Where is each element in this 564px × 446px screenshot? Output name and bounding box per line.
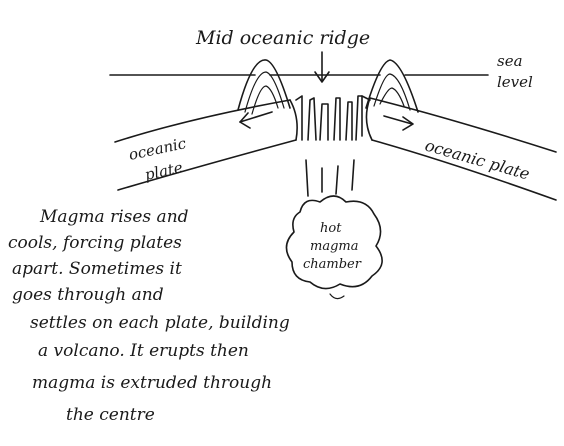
- note-line-7: magma is extruded through: [32, 373, 272, 393]
- explanation-notes: Magma rises and cools, forcing plates ap…: [8, 207, 290, 425]
- note-line-8: the centre: [66, 405, 155, 425]
- note-line-2: cools, forcing plates: [8, 233, 182, 253]
- level-label: level: [497, 73, 533, 91]
- left-plate-label-2: plate: [143, 158, 184, 184]
- note-line-4: goes through and: [12, 285, 164, 305]
- note-line-6: a volcano. It erupts then: [38, 341, 249, 361]
- diagram-title: Mid oceanic ridge: [195, 27, 370, 49]
- note-line-5: settles on each plate, building: [30, 313, 290, 333]
- chamber-label-chamber: chamber: [303, 257, 362, 272]
- sea-label: sea: [497, 52, 523, 70]
- chamber-label-hot: hot: [320, 221, 342, 236]
- rising-magma-lines: [306, 160, 354, 196]
- note-line-1: Magma rises and: [39, 207, 189, 227]
- magma-chamber-tail: [330, 294, 344, 299]
- note-line-3: apart. Sometimes it: [12, 259, 182, 279]
- left-volcano: [238, 60, 290, 114]
- ridge-rift-columns: [296, 96, 370, 140]
- chamber-label-magma: magma: [310, 239, 358, 254]
